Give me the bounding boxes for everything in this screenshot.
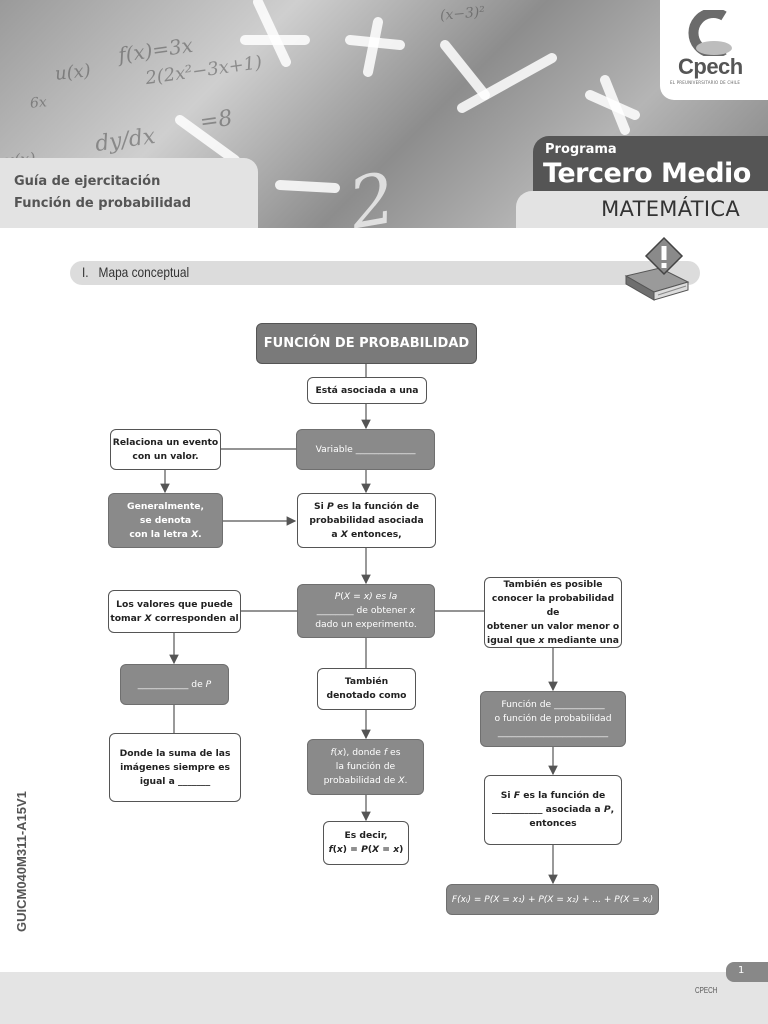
logo-wordmark: Cpech — [678, 54, 743, 79]
cpech-logo: Cpech EL PREUNIVERSITARIO DE CHILE — [660, 0, 768, 100]
concept-map-connectors — [160, 364, 558, 885]
section-heading-bar: I. Mapa conceptual — [70, 261, 700, 285]
footer-brand: CPECH — [695, 986, 718, 995]
guide-label-box: Guía de ejercitación Función de probabil… — [0, 158, 258, 228]
guide-topic: Función de probabilidad — [14, 196, 192, 211]
logo-tagline: EL PREUNIVERSITARIO DE CHILE — [670, 80, 741, 85]
footer-band — [0, 972, 768, 1024]
section-heading: I. Mapa conceptual — [82, 264, 189, 280]
program-label: Programa — [545, 142, 617, 157]
map-node-si-f: Si F es la función de___________ asociad… — [484, 775, 622, 845]
map-node-variable: Variable _____________ — [296, 429, 435, 470]
page-number: 1 — [738, 965, 745, 976]
map-node-formula: F(xᵢ) = P(X = x₁) + P(X = x₂) + ... + P(… — [446, 884, 659, 915]
header-banner: f(x)=3x u(x) 2(2x²−3x+1) dy/dx =8 (x−3)²… — [0, 0, 768, 228]
decorative-math-symbols — [175, 0, 640, 193]
program-subject: MATEMÁTICA — [601, 197, 740, 221]
map-node-funcion-de: Función de ___________o función de proba… — [480, 691, 626, 747]
book-warning-icon — [624, 236, 690, 301]
map-node-recorrido: ___________ de P — [120, 664, 229, 705]
page-number-tab: 1 — [726, 962, 768, 982]
program-title: Tercero Medio — [543, 158, 751, 189]
map-node-es-decir: Es decir,f(x) = P(X = x) — [323, 821, 409, 865]
section-number: I. — [82, 264, 89, 280]
map-node-main: FUNCIÓN DE PROBABILIDAD — [256, 323, 477, 364]
document-code: GUICM040M311-A15V1 — [14, 791, 29, 932]
section-title: Mapa conceptual — [98, 264, 190, 280]
cpech-c-icon — [688, 10, 732, 56]
guide-type: Guía de ejercitación — [14, 174, 161, 189]
program-title-box: Programa Tercero Medio — [533, 136, 768, 196]
program-subject-box: MATEMÁTICA — [516, 191, 768, 228]
map-node-asociada: Está asociada a una — [307, 377, 427, 404]
